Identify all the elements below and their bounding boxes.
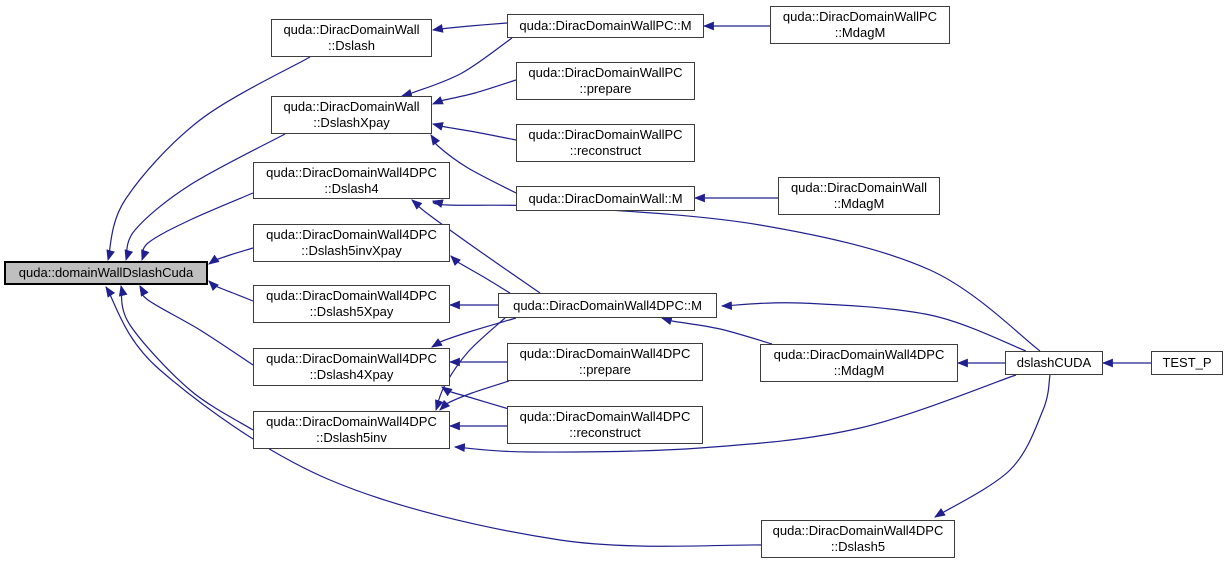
node-label-line: quda::DiracDomainWall4DPC: [773, 347, 945, 362]
node-label-line: ::DslashXpay: [313, 115, 390, 130]
node-dw-mdagm[interactable]: quda::DiracDomainWall::MdagM: [778, 177, 940, 215]
node-pc-prepare[interactable]: quda::DiracDomainWallPC::prepare: [516, 62, 695, 100]
node-label-line: quda::DiracDomainWall4DPC: [266, 288, 437, 303]
node-dw-m[interactable]: quda::DiracDomainWall::M: [516, 186, 695, 211]
node-dpc4-prepare[interactable]: quda::DiracDomainWall4DPC::prepare: [507, 343, 703, 381]
node-label-line: ::prepare: [579, 81, 632, 96]
node-dpc4-reconstruct[interactable]: quda::DiracDomainWall4DPC::reconstruct: [507, 406, 703, 444]
node-dw-dslash[interactable]: quda::DiracDomainWall::Dslash: [271, 19, 432, 57]
edge-dpc4-dslash4-to-domainwalldslashcuda: [141, 192, 254, 262]
node-label-line: quda::domainWallDslashCuda: [18, 265, 194, 280]
node-pc-reconstruct[interactable]: quda::DiracDomainWallPC::reconstruct: [516, 124, 695, 162]
node-dpc4-dslash5[interactable]: quda::DiracDomainWall4DPC::Dslash5: [761, 520, 955, 558]
edge-dslashcuda-to-dpc4-dslash5: [934, 374, 1051, 518]
edge-dpc4-prepare-to-dpc4-dslash5inv: [439, 380, 510, 411]
edge-dpc4-reconstruct-to-dpc4-dslash4xpay: [441, 386, 510, 410]
node-label-line: ::reconstruct: [569, 143, 642, 158]
edge-dpc4-m-to-dpc4-dslash5invxpay: [450, 255, 511, 294]
node-label-line: quda::DiracDomainWallPC::M: [519, 18, 692, 33]
node-label-line: ::MdagM: [834, 25, 886, 40]
node-label-line: ::Dslash5inv: [316, 430, 387, 445]
node-dpc4-mdagm[interactable]: quda::DiracDomainWall4DPC::MdagM: [760, 344, 958, 382]
node-label-line: quda::DiracDomainWall4DPC::M: [513, 297, 702, 313]
node-dw-dslashxpay[interactable]: quda::DiracDomainWall::DslashXpay: [271, 96, 432, 134]
edge-dslashcuda-to-dpc4-dslash4: [431, 199, 1041, 352]
node-label-line: quda::DiracDomainWallPC: [528, 127, 683, 142]
node-label-line: quda::DiracDomainWall4DPC: [519, 346, 691, 361]
node-label-line: ::reconstruct: [569, 425, 641, 440]
node-label-line: ::Dslash4: [324, 180, 379, 196]
node-label-line: quda::DiracDomainWallPC: [528, 65, 683, 80]
node-dpc4-dslash5xpay[interactable]: quda::DiracDomainWall4DPC::Dslash5Xpay: [253, 285, 450, 323]
node-label-line: ::MdagM: [833, 363, 885, 378]
edge-dpc4-mdagm-to-dpc4-m: [660, 316, 773, 345]
node-label-line: quda::DiracDomainWall: [283, 99, 420, 114]
edge-dpc4-dslash4xpay-to-domainwalldslashcuda: [139, 285, 254, 366]
node-label-line: quda::DiracDomainWall4DPC: [772, 523, 944, 538]
node-domainwalldslashcuda: quda::domainWallDslashCuda: [4, 261, 208, 285]
node-testp[interactable]: TEST_P: [1151, 351, 1223, 375]
node-label-line: ::prepare: [578, 362, 632, 377]
node-label-line: quda::DiracDomainWall4DPC: [266, 164, 437, 180]
node-dpc4-dslash4xpay[interactable]: quda::DiracDomainWall4DPC::Dslash4Xpay: [253, 348, 450, 386]
node-pc-m[interactable]: quda::DiracDomainWallPC::M: [507, 14, 704, 38]
node-dslashcuda[interactable]: dslashCUDA: [1005, 351, 1103, 375]
edge-dpc4-dslash5inv-to-domainwalldslashcuda: [118, 284, 254, 431]
node-label-line: ::Dslash5: [830, 539, 886, 554]
edge-dpc4-dslash5xpay-to-domainwalldslashcuda: [208, 280, 254, 302]
edge-pc-prepare-to-dw-dslashxpay: [431, 79, 517, 105]
node-label-line: dslashCUDA: [1016, 355, 1092, 370]
node-pc-mdagm[interactable]: quda::DiracDomainWallPC::MdagM: [770, 6, 950, 44]
node-label-line: quda::DiracDomainWall4DPC: [266, 351, 437, 366]
node-label-line: quda::DiracDomainWall: [283, 22, 420, 37]
node-label-line: quda::DiracDomainWall: [790, 180, 928, 195]
node-label-line: quda::DiracDomainWall4DPC: [266, 227, 437, 242]
node-dpc4-dslash5inv[interactable]: quda::DiracDomainWall4DPC::Dslash5inv: [253, 411, 450, 449]
edge-dpc4-dslash5invxpay-to-domainwalldslashcuda: [208, 247, 254, 265]
node-label-line: ::Dslash4Xpay: [309, 367, 394, 382]
node-label-line: quda::DiracDomainWall4DPC: [266, 414, 437, 429]
node-label-line: ::Dslash: [328, 38, 375, 53]
edge-pc-m-to-dw-dslash: [431, 22, 508, 33]
node-label-line: TEST_P: [1162, 355, 1212, 370]
node-label-line: quda::DiracDomainWallPC: [782, 9, 938, 24]
node-label-line: quda::DiracDomainWall::M: [528, 190, 683, 206]
node-label-line: ::Dslash5invXpay: [301, 243, 402, 258]
node-label-line: ::MdagM: [833, 196, 885, 211]
node-label-line: ::Dslash5Xpay: [309, 304, 394, 319]
node-dpc4-dslash4[interactable]: quda::DiracDomainWall4DPC::Dslash4: [253, 162, 450, 199]
edge-pc-reconstruct-to-dw-dslashxpay: [431, 122, 517, 141]
node-dpc4-dslash5invxpay[interactable]: quda::DiracDomainWall4DPC::Dslash5invXpa…: [253, 224, 450, 262]
node-label-line: quda::DiracDomainWall4DPC: [519, 409, 691, 424]
node-dpc4-m[interactable]: quda::DiracDomainWall4DPC::M: [498, 293, 717, 318]
